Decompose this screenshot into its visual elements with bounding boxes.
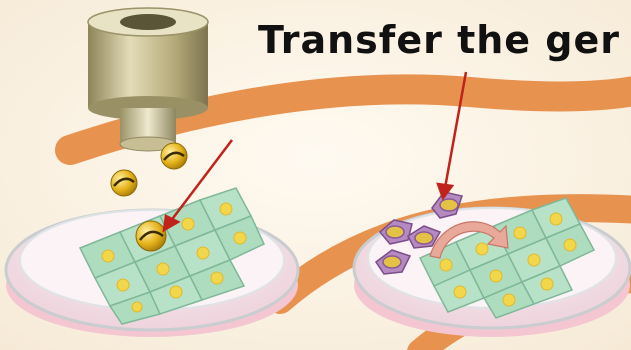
gold-bead-icon xyxy=(111,170,137,196)
gold-bead-icon xyxy=(161,143,187,169)
diagram-title: Transfer the ger xyxy=(258,12,631,68)
gold-bead-icon xyxy=(136,221,166,251)
